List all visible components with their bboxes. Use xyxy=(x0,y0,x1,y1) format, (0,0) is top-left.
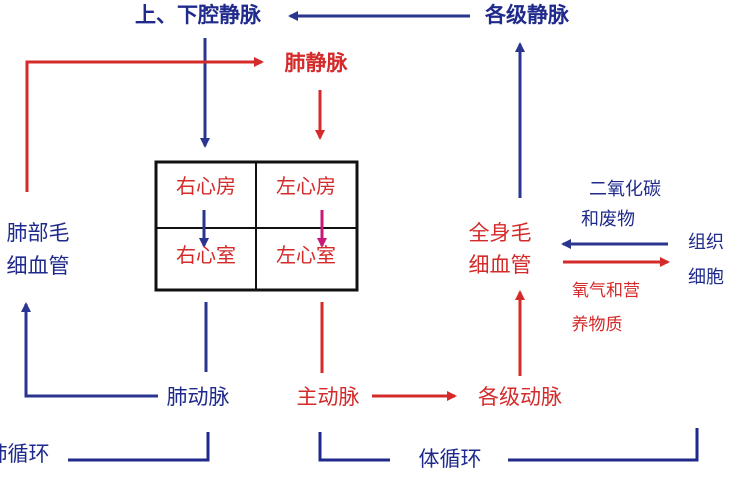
arrow-lung-capillaries-to-pulmonary-vein xyxy=(25,57,264,192)
right-ventricle-label: 右心室 xyxy=(176,243,236,267)
body-capillaries-label-line2: 细血管 xyxy=(469,253,532,277)
pulmonary-circulation-label: 肺循环 xyxy=(0,442,50,466)
left-atrium-label: 左心房 xyxy=(276,174,336,198)
vena-cava-label: 上、下腔静脉 xyxy=(135,3,262,27)
o2-nutrients-label-line1: 氧气和营 xyxy=(572,281,640,301)
arrow-pulmonary-artery-to-lung-capillaries xyxy=(21,302,158,398)
right-atrium-label: 右心房 xyxy=(176,174,236,198)
o2-nutrients-label-line2: 养物质 xyxy=(572,315,623,335)
tissue-cells-label-line2: 细胞 xyxy=(688,267,724,288)
systemic-circulation-bracket-left xyxy=(318,432,390,462)
left-ventricle-label: 左心室 xyxy=(276,243,336,267)
aorta-label: 主动脉 xyxy=(297,385,360,409)
heart-grid xyxy=(154,160,359,292)
pulmonary-artery-label: 肺动脉 xyxy=(167,385,230,409)
body-capillaries-label-line1: 全身毛 xyxy=(469,221,532,245)
systemic-arteries-label: 各级动脉 xyxy=(478,385,562,409)
co2-label-line2: 和废物 xyxy=(581,209,635,230)
tissue-cells-label-line1: 组织 xyxy=(688,232,724,253)
pulmonary-vein-label: 肺静脉 xyxy=(285,51,349,75)
lung-capillaries-label-line2: 细血管 xyxy=(7,254,70,278)
systemic-veins-label: 各级静脉 xyxy=(484,3,570,27)
systemic-circulation-bracket-right xyxy=(508,428,699,462)
systemic-circulation-label: 体循环 xyxy=(419,447,482,471)
pulmonary-circulation-bracket xyxy=(68,432,210,462)
lung-capillaries-label-line1: 肺部毛 xyxy=(7,221,70,245)
co2-label-line1: 二氧化碳 xyxy=(589,179,661,200)
